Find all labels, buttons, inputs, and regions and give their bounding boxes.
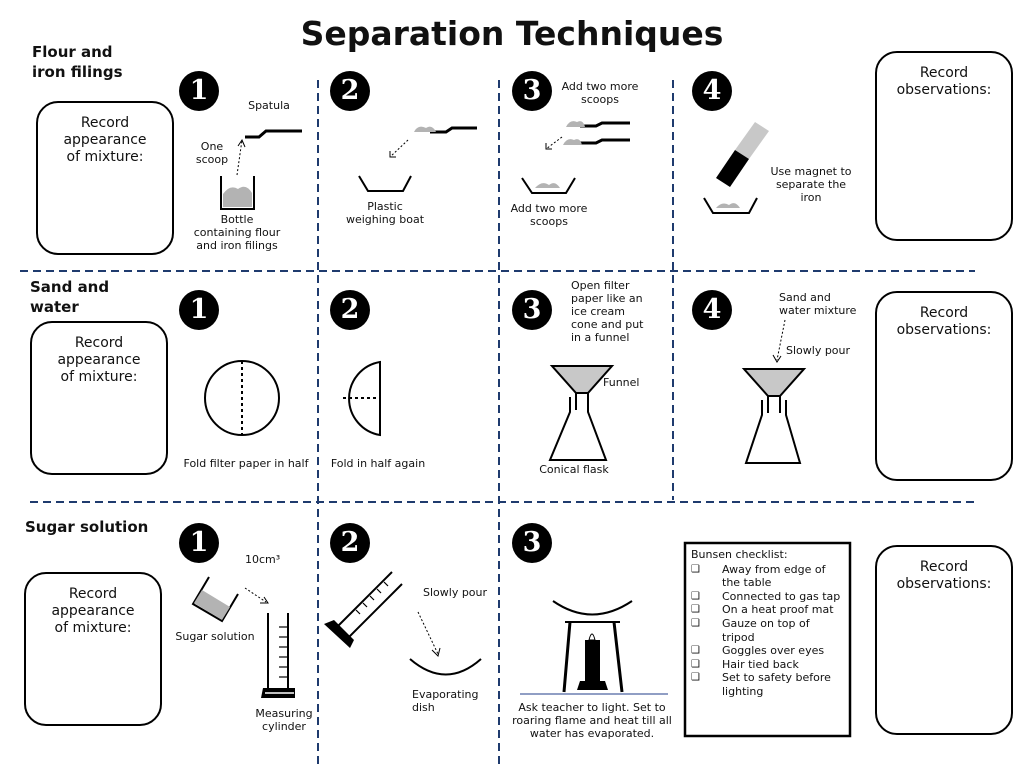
record-observations-box-sand[interactable]: Record observations: — [875, 291, 1013, 481]
weighing-boat-icon — [703, 197, 758, 214]
funnel-and-flask-icon — [741, 368, 807, 464]
step-number-flour-1: 1 — [179, 71, 219, 111]
checkbox-icon[interactable]: ❑ — [691, 563, 700, 575]
label-evaporating-dish: Evaporating dish — [412, 688, 479, 714]
pour-arrow-icon — [244, 587, 267, 603]
label-measuring-cylinder: Measuring cylinder — [255, 707, 313, 733]
label-add-two-scoops-bottom: Add two more scoops — [510, 202, 588, 228]
checkbox-icon[interactable]: ❑ — [691, 658, 700, 670]
label-magnet: Use magnet to separate the iron — [770, 165, 852, 204]
checkbox-icon[interactable]: ❑ — [691, 672, 700, 684]
checklist-item: ❑Connected to gas tap — [691, 589, 841, 603]
section-heading-flour: Flour and iron filings — [32, 43, 123, 81]
step-number-sugar-3: 3 — [512, 523, 552, 563]
step-number-flour-2: 2 — [330, 71, 370, 111]
step-number-sand-4: 4 — [692, 290, 732, 330]
section-heading-sand: Sand and water — [30, 278, 110, 316]
label-fold-in-half: Fold filter paper in half — [183, 457, 309, 470]
label-sugar-solution: Sugar solution — [175, 630, 255, 643]
record-appearance-box-flour[interactable]: Record appearance of mixture: — [36, 101, 174, 255]
label-heat-instructions: Ask teacher to light. Set to roaring fla… — [512, 701, 672, 740]
pour-arrow-icon — [389, 139, 409, 158]
checklist-item: ❑Gauze on top of tripod — [691, 616, 810, 644]
label-funnel: Funnel — [603, 376, 640, 389]
checkbox-icon[interactable]: ❑ — [691, 645, 700, 657]
checklist-item: ❑Set to safety before lighting — [691, 671, 831, 698]
bunsen-checklist-border — [683, 541, 852, 738]
bottle-icon — [220, 176, 255, 210]
checklist-item: ❑On a heat proof mat — [691, 603, 834, 617]
label-slowly-pour: Slowly pour — [423, 586, 488, 599]
beaker-icon — [191, 576, 239, 623]
label-conical-flask: Conical flask — [539, 463, 609, 476]
spatula-icon — [245, 129, 302, 139]
filter-paper-half-icon — [343, 360, 381, 437]
bunsen-checklist: Bunsen checklist: ❑Away from edge of the… — [691, 548, 845, 699]
record-appearance-box-sand[interactable]: Record appearance of mixture: — [30, 321, 168, 475]
spatula-with-powder-icon — [414, 126, 477, 134]
magnet-icon — [716, 122, 769, 187]
label-weighing-boat: Plastic weighing boat — [345, 200, 425, 226]
checkbox-icon[interactable]: ❑ — [691, 604, 700, 616]
record-observations-box-sugar[interactable]: Record observations: — [875, 545, 1013, 735]
bunsen-checklist-title: Bunsen checklist: — [691, 548, 788, 561]
label-one-scoop: One scoop — [195, 140, 229, 166]
checklist-item: ❑Hair tied back — [691, 657, 799, 671]
step-number-sand-1: 1 — [179, 290, 219, 330]
label-fold-again: Fold in half again — [330, 457, 426, 470]
dashed-dividers — [20, 80, 978, 768]
evaporating-dish-icon — [409, 658, 482, 676]
label-sand-water-mixture: Sand and water mixture — [779, 291, 857, 317]
pour-arrow-icon — [545, 136, 563, 150]
checklist-item: ❑Goggles over eyes — [691, 644, 825, 658]
record-appearance-box-sugar[interactable]: Record appearance of mixture: — [24, 572, 162, 726]
scoop-arrow-icon — [236, 139, 243, 176]
page-title: Separation Techniques — [300, 14, 724, 53]
label-volume: 10cm³ — [245, 553, 281, 566]
two-spatulas-icon — [563, 121, 630, 145]
step-number-sugar-1: 1 — [179, 523, 219, 563]
label-spatula: Spatula — [248, 99, 290, 112]
checkbox-icon[interactable]: ❑ — [691, 590, 700, 602]
step-number-sand-2: 2 — [330, 290, 370, 330]
bunsen-tripod-icon — [520, 600, 668, 695]
tilted-measuring-cylinder-icon — [324, 571, 403, 648]
label-bottle: Bottle containing flour and iron filings — [193, 213, 281, 252]
measuring-cylinder-icon — [261, 613, 295, 698]
pour-arrow-icon — [417, 611, 439, 655]
step-number-sugar-2: 2 — [330, 523, 370, 563]
label-open-filter: Open filter paper like an ice cream cone… — [571, 279, 644, 344]
weighing-boat-icon — [521, 177, 576, 194]
record-observations-box-flour[interactable]: Record observations: — [875, 51, 1013, 241]
checklist-item: ❑Away from edge of the table — [691, 562, 826, 590]
pour-arrow-icon — [776, 319, 786, 361]
step-number-flour-3: 3 — [512, 71, 552, 111]
weighing-boat-icon — [358, 175, 412, 192]
step-number-flour-4: 4 — [692, 71, 732, 111]
label-slowly-pour: Slowly pour — [786, 344, 851, 357]
checkbox-icon[interactable]: ❑ — [691, 617, 700, 629]
filter-paper-circle-icon — [204, 360, 280, 436]
label-add-two-scoops-top: Add two more scoops — [561, 80, 639, 106]
step-number-sand-3: 3 — [512, 290, 552, 330]
funnel-and-flask-icon — [548, 365, 615, 461]
section-heading-sugar: Sugar solution — [25, 518, 149, 536]
